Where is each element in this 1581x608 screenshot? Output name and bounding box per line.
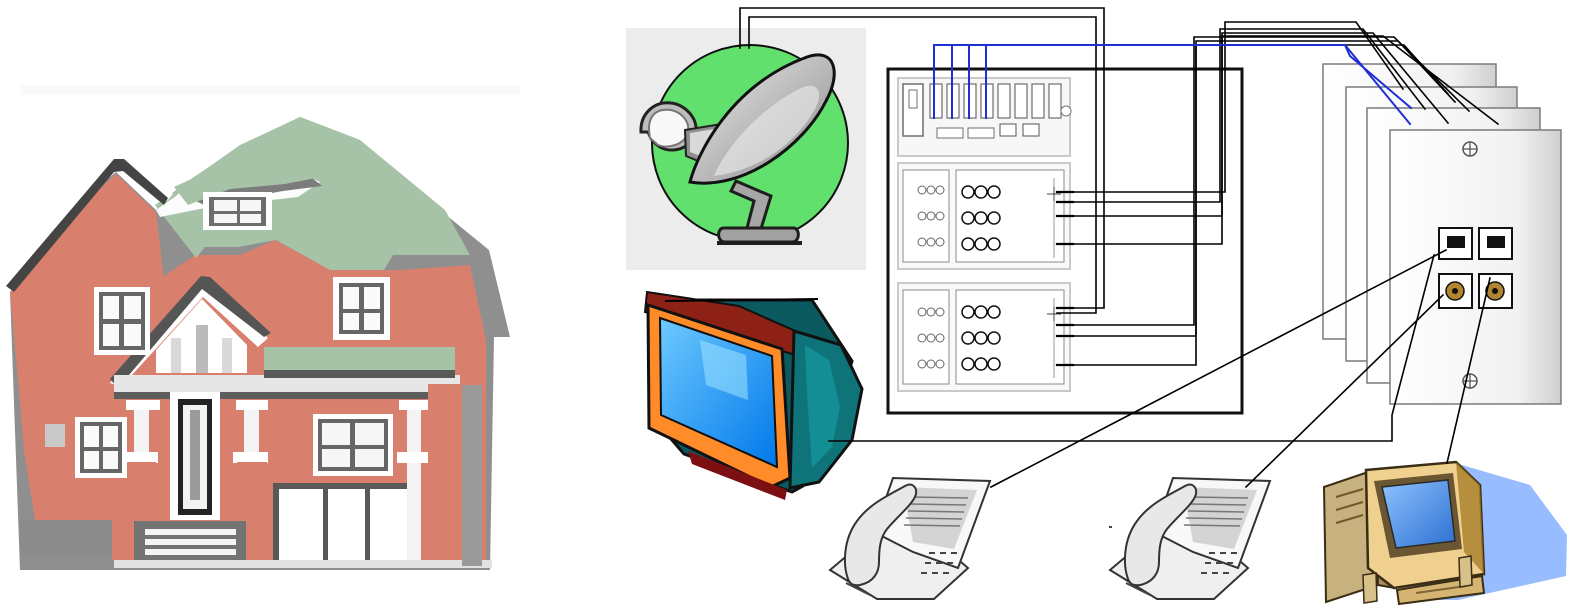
house-icon <box>6 85 520 570</box>
wiring-lines <box>739 7 1500 489</box>
satellite-dish-icon <box>626 28 866 270</box>
structured-wiring-panel-icon <box>886 67 1244 415</box>
television-icon <box>643 290 864 500</box>
telephone-icon-right <box>1108 476 1272 600</box>
wall-plate-stack <box>1322 63 1562 405</box>
computer-icon <box>1322 460 1567 606</box>
telephone-icon-left <box>828 476 992 600</box>
